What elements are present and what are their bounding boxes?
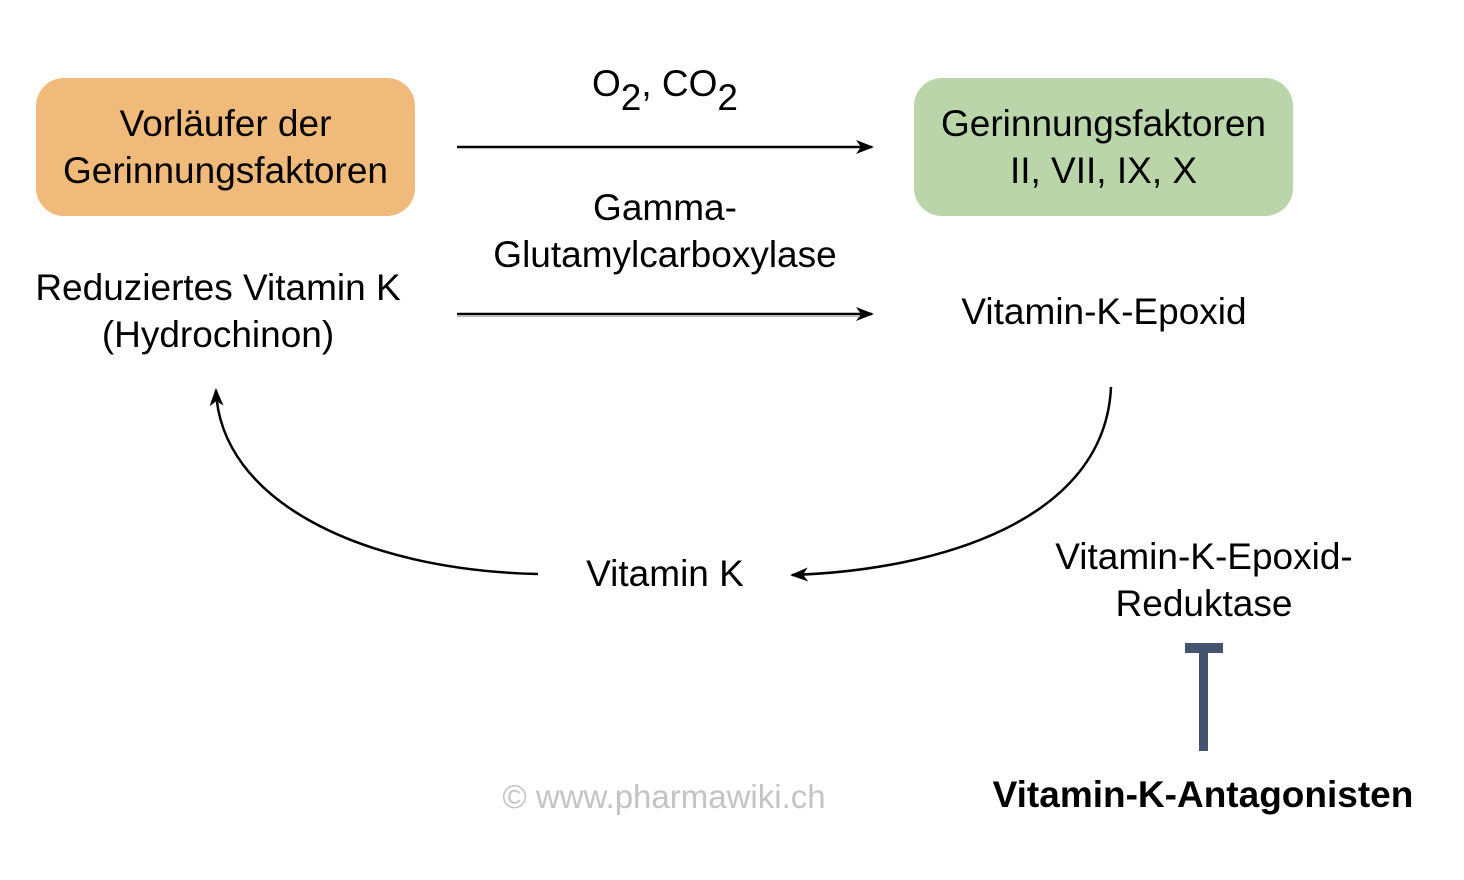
cofactor-separator: , — [641, 63, 662, 104]
reduced-vitamin-k-label: Reduziertes Vitamin K (Hydrochinon) — [8, 264, 428, 358]
reductase-line-2: Reduktase — [1115, 583, 1293, 624]
coagulation-factors-box: Gerinnungsfaktoren II, VII, IX, X — [914, 78, 1293, 216]
cofactors-label: O2, CO2 — [465, 60, 865, 116]
copyright-text: © www.pharmawiki.ch — [502, 778, 826, 815]
vitamin-k-label: Vitamin K — [586, 553, 744, 594]
o2-label: O — [592, 63, 621, 104]
precursor-box: Vorläufer der Gerinnungsfaktoren — [36, 78, 415, 216]
reductase-line-1: Vitamin-K-Epoxid- — [1055, 536, 1353, 577]
enzyme-line-1: Gamma- — [593, 187, 737, 228]
precursor-line-2: Gerinnungsfaktoren — [63, 150, 388, 191]
epoxide-label: Vitamin-K-Epoxid — [961, 291, 1247, 332]
co2-label: CO — [661, 63, 718, 104]
inhibition-bar-icon — [1185, 643, 1223, 751]
reduced-vitamin-k-line-1: Reduziertes Vitamin K — [35, 267, 401, 308]
arrow-epoxide-to-vitamin-k — [790, 386, 1113, 582]
enzyme-line-2: Glutamylcarboxylase — [493, 234, 837, 275]
enzyme-label: Gamma- Glutamylcarboxylase — [465, 184, 865, 278]
factors-line-2: II, VII, IX, X — [1009, 150, 1198, 191]
antagonists-label: Vitamin-K-Antagonisten — [992, 774, 1414, 815]
co2-subscript: 2 — [717, 77, 738, 118]
arrow-vitamin-k-to-hydrochinon — [209, 388, 539, 576]
precursor-line-1: Vorläufer der — [119, 103, 332, 144]
reductase-label: Vitamin-K-Epoxid- Reduktase — [1004, 533, 1404, 627]
o2-subscript: 2 — [620, 77, 642, 118]
reduced-vitamin-k-line-2: (Hydrochinon) — [101, 314, 335, 355]
factors-line-1: Gerinnungsfaktoren — [941, 103, 1266, 144]
